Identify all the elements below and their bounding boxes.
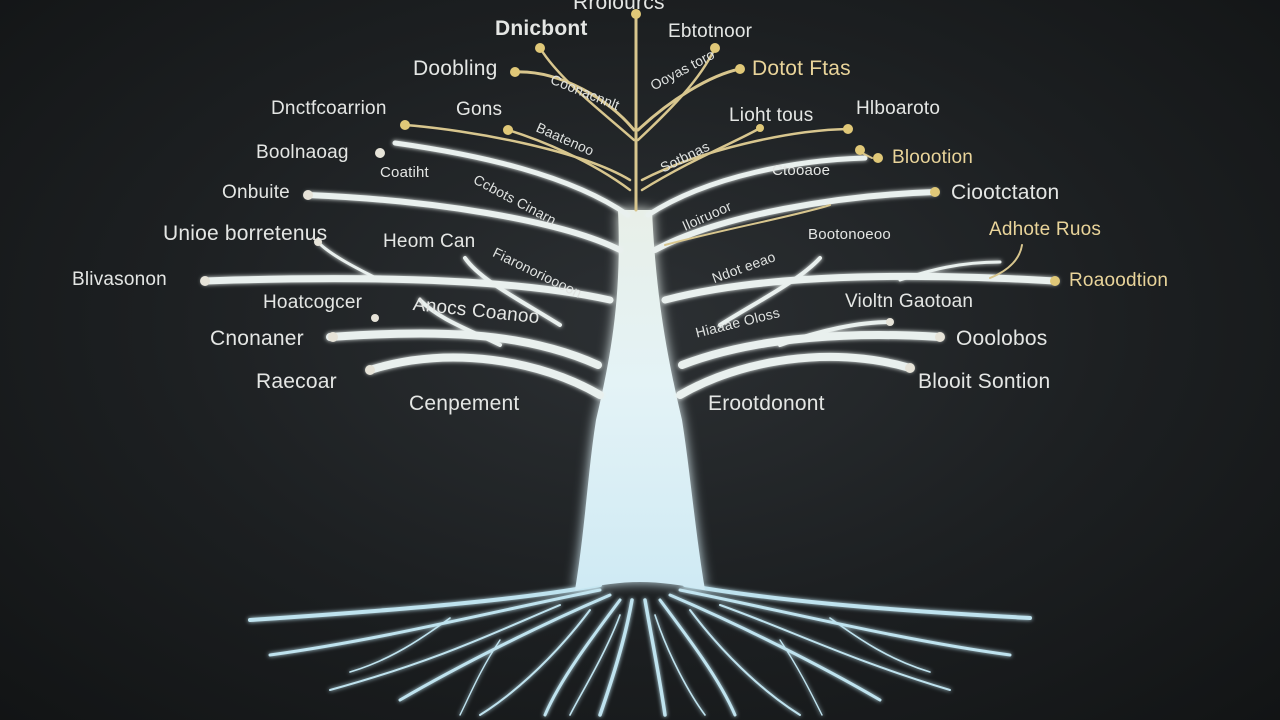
label-roaoodtion: Roaoodtion [1069,270,1169,291]
tree-trunk [575,210,705,590]
label-violtn-gaotoan: Violtn Gaotoan [845,291,974,312]
label-ctooaoe: Ctooaoe [772,162,831,179]
label-dnctfcoarrion: Dnctfcoarrion [271,98,387,119]
node-markers [200,9,1060,375]
label-coatiht: Coatiht [380,164,429,181]
label-heom-can: Heom Can [383,231,476,252]
label-hoatcogcer: Hoatcogcer [263,292,363,313]
label-ciootctaton: Ciootctaton [951,181,1060,204]
label-cenpement: Cenpement [409,392,520,415]
label-bloootion: Bloootion [892,147,974,168]
label-adhote-ruos: Adhote Ruos [989,219,1102,240]
tree-branches [201,140,1059,399]
label-raecoar: Raecoar [256,370,337,393]
label-dotot-ftas: Dotot Ftas [752,57,851,80]
label-bliuasonon: Blivasonon [72,269,167,290]
label-cnonaner: Cnonaner [210,327,304,350]
label-onbuite: Onbuite [222,182,290,203]
label-dnicbont: Dnicbont [495,17,588,40]
tree-roots [248,583,1032,717]
label-boolnaoag: Boolnaoag [256,142,349,163]
label-ebtotnoor: Ebtotnoor [668,21,753,42]
label-gons: Gons [456,99,503,120]
label-doobling: Doobling [413,57,498,80]
label-blooit-sontion: Blooit Sontion [918,370,1051,393]
label-unioe-borretenus: Unioe borretenus [163,222,328,245]
tree-upper-branches [403,13,1023,279]
label-hlboaroto: Hlboaroto [856,98,941,119]
label-erootdonont: Erootdonont [708,392,825,415]
label-lioht-tous: Lioht tous [729,105,814,126]
label-bootonoeoo: Bootonoeoo [808,226,891,243]
label-top-center: Rroiourcs [573,0,665,14]
label-ooolobos: Ooolobos [956,327,1048,350]
